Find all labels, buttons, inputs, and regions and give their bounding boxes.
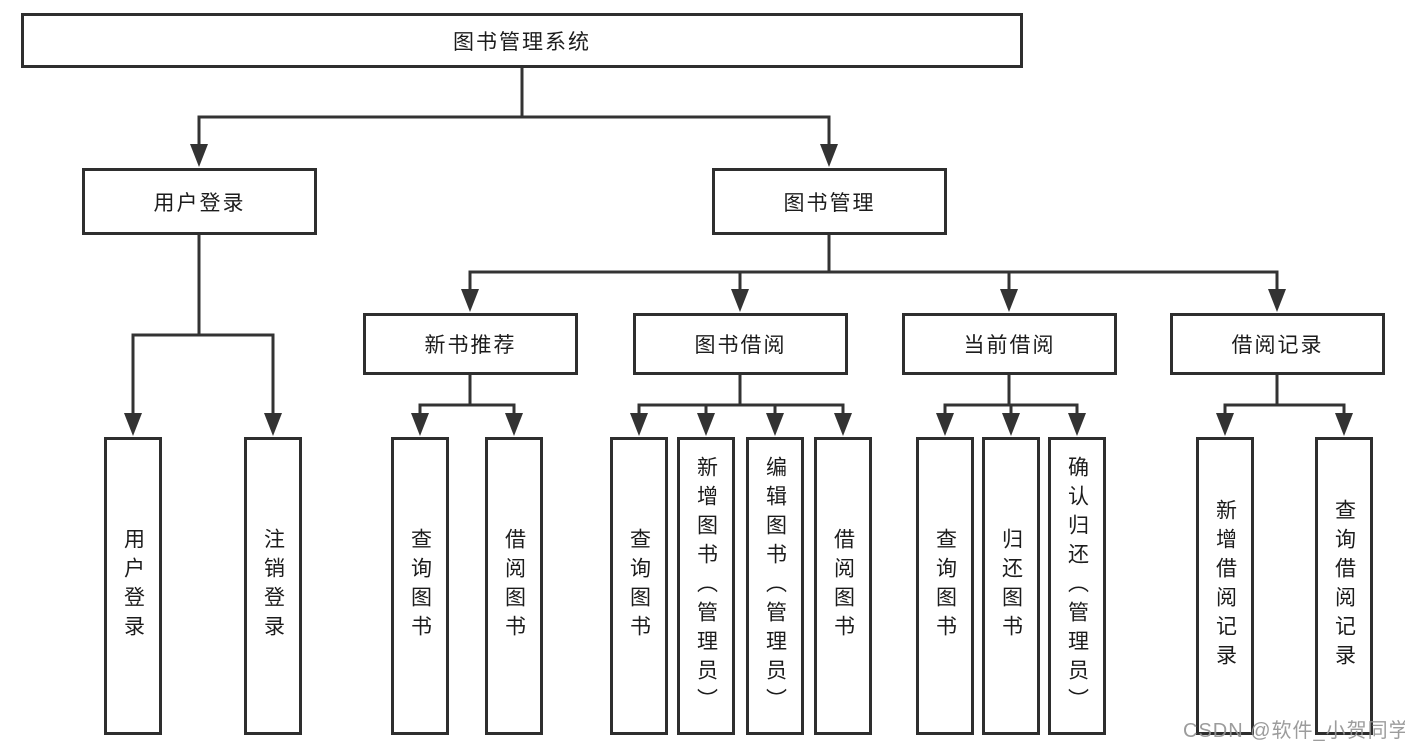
node-root-system-label: 图书管理系统	[453, 30, 591, 54]
leaf-query-borrow-record-label: 查询借阅记录	[1332, 499, 1356, 673]
leaf-user-login: 用户登录	[104, 437, 162, 735]
watermark: CSDN @软件_小贺同学	[1183, 720, 1405, 742]
leaf-return-books-label: 归还图书	[999, 528, 1023, 644]
node-root-system: 图书管理系统	[21, 13, 1023, 68]
connector-current-borrow-children	[936, 375, 1086, 436]
node-book-borrow: 图书借阅	[633, 313, 848, 375]
leaf-borrow-books: 借阅图书	[814, 437, 872, 735]
connector-new-book-recommend-children	[411, 375, 523, 436]
leaf-add-borrow-record-label: 新增借阅记录	[1213, 499, 1237, 673]
connector-book-management-children	[461, 235, 1286, 312]
node-user-login: 用户登录	[82, 168, 317, 235]
leaf-user-login-label: 用户登录	[121, 528, 145, 644]
node-current-borrow: 当前借阅	[902, 313, 1117, 375]
leaf-query-books-recommend-label: 查询图书	[408, 528, 432, 644]
leaf-logout-label: 注销登录	[261, 528, 285, 644]
leaf-borrow-books-recommend-label: 借阅图书	[502, 528, 526, 644]
leaf-return-books: 归还图书	[982, 437, 1040, 735]
node-book-management: 图书管理	[712, 168, 947, 235]
leaf-add-books-admin: 新增图书（管理员）	[677, 437, 735, 735]
leaf-query-books-borrow-label: 查询图书	[627, 528, 651, 644]
node-borrow-records: 借阅记录	[1170, 313, 1385, 375]
leaf-query-books-recommend: 查询图书	[391, 437, 449, 735]
leaf-borrow-books-recommend: 借阅图书	[485, 437, 543, 735]
connector-borrow-records-children	[1216, 375, 1353, 436]
node-user-login-label: 用户登录	[153, 191, 246, 215]
connector-book-borrow-children	[630, 375, 852, 436]
leaf-confirm-return-admin: 确认归还（管理员）	[1048, 437, 1106, 735]
node-new-book-recommend-label: 新书推荐	[424, 334, 517, 357]
leaf-add-books-admin-label: 新增图书（管理员）	[694, 455, 718, 717]
leaf-borrow-books-label: 借阅图书	[831, 528, 855, 644]
node-current-borrow-label: 当前借阅	[963, 334, 1056, 357]
leaf-edit-books-admin: 编辑图书（管理员）	[746, 437, 804, 735]
leaf-logout: 注销登录	[244, 437, 302, 735]
node-book-borrow-label: 图书借阅	[694, 334, 787, 357]
leaf-query-books-borrow: 查询图书	[610, 437, 668, 735]
node-borrow-records-label: 借阅记录	[1231, 334, 1324, 357]
leaf-query-books-current: 查询图书	[916, 437, 974, 735]
node-book-management-label: 图书管理	[783, 191, 876, 215]
leaf-add-borrow-record: 新增借阅记录	[1196, 437, 1254, 735]
connector-user-login-children	[124, 235, 282, 436]
leaf-edit-books-admin-label: 编辑图书（管理员）	[763, 455, 787, 717]
node-new-book-recommend: 新书推荐	[363, 313, 578, 375]
leaf-confirm-return-admin-label: 确认归还（管理员）	[1065, 455, 1089, 717]
leaf-query-borrow-record: 查询借阅记录	[1315, 437, 1373, 735]
leaf-query-books-current-label: 查询图书	[933, 528, 957, 644]
connector-root-to-level2	[190, 68, 838, 167]
